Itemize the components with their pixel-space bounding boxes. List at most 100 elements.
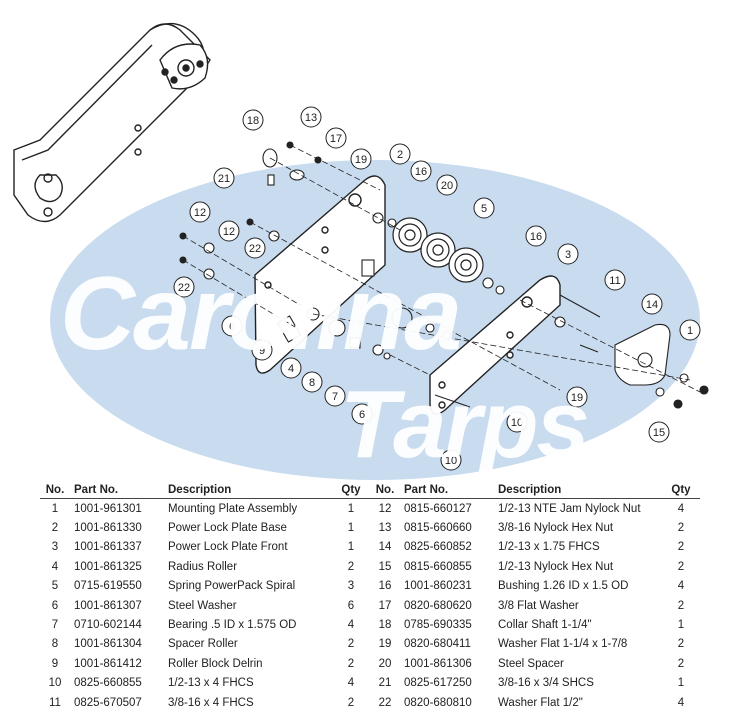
cell-description: 3/8 Flat Washer — [498, 599, 579, 612]
callout-label: 5 — [481, 203, 487, 215]
cell-no: 3 — [51, 541, 59, 554]
callout-bubble — [436, 174, 458, 196]
cell-qty: 2 — [347, 657, 355, 670]
cell-part-no: 0815-660127 — [404, 502, 472, 515]
cell-qty: 2 — [347, 696, 355, 709]
callout-label: 12 — [194, 207, 206, 219]
cell-qty: 6 — [347, 599, 355, 612]
cell-no: 2 — [51, 522, 59, 535]
callout-label: 22 — [249, 243, 261, 255]
cell-qty: 1 — [347, 502, 355, 515]
cell-qty: 2 — [347, 560, 355, 573]
callout-label: 8 — [309, 377, 315, 389]
callout-label: 21 — [218, 173, 230, 185]
callout-label: 22 — [178, 282, 190, 294]
cell-qty: 2 — [677, 599, 685, 612]
header-qty-2: Qty — [662, 481, 700, 499]
cell-description: 1/2-13 NTE Jam Nylock Nut — [498, 502, 641, 515]
cell-description: Collar Shaft 1-1/4" — [498, 619, 592, 632]
cell-part-no: 1001-861307 — [74, 599, 142, 612]
cell-description: Steel Spacer — [498, 657, 564, 670]
cell-no: 8 — [51, 638, 59, 651]
callout-bubble — [641, 293, 663, 315]
callout-bubble — [604, 269, 626, 291]
callout-label: 16 — [530, 231, 542, 243]
callout-label: 9 — [259, 345, 265, 357]
cell-description: Roller Block Delrin — [168, 657, 263, 670]
cell-description: 3/8-16 Nylock Hex Nut — [498, 522, 614, 535]
callout-label: 3 — [565, 249, 571, 261]
cell-description: Power Lock Plate Front — [168, 541, 288, 554]
cell-part-no: 0825-617250 — [404, 677, 472, 690]
callout-bubble — [242, 109, 264, 131]
cell-qty: 2 — [347, 638, 355, 651]
cell-no: 17 — [378, 599, 392, 612]
cell-no: 9 — [51, 657, 59, 670]
cell-qty: 2 — [677, 657, 685, 670]
cell-part-no: 0825-660855 — [74, 677, 142, 690]
cell-description: Spacer Roller — [168, 638, 238, 651]
cell-qty: 4 — [677, 696, 685, 709]
callout-bubble — [251, 339, 273, 361]
callout-label: 11 — [609, 275, 620, 287]
cell-description: 1/2-13 Nylock Hex Nut — [498, 560, 614, 573]
cell-description: Bushing 1.26 ID x 1.5 OD — [498, 580, 629, 593]
callout-bubble — [325, 127, 347, 149]
callout-label: 7 — [332, 391, 338, 403]
cell-part-no: 0825-670507 — [74, 696, 142, 709]
callout-label: 20 — [441, 180, 453, 192]
cell-description: Radius Roller — [168, 560, 238, 573]
cell-no: 11 — [49, 696, 61, 709]
callout-label: 12 — [223, 226, 235, 238]
cell-part-no: 0820-680620 — [404, 599, 472, 612]
cell-no: 13 — [378, 522, 392, 535]
cell-part-no: 1001-860231 — [404, 580, 472, 593]
callout-bubble — [566, 386, 588, 408]
cell-part-no: 0815-660660 — [404, 522, 472, 535]
callout-label: 19 — [571, 392, 583, 404]
callout-bubble — [300, 106, 322, 128]
callout-label: 17 — [330, 133, 342, 145]
callout-bubble — [473, 197, 495, 219]
callout-bubble — [648, 421, 670, 443]
cell-description: 1/2-13 x 1.75 FHCS — [498, 541, 600, 554]
callout-label: 10 — [445, 455, 457, 467]
hardware-drawing — [179, 141, 709, 409]
parts-list-table: No. Part No. Description Qty No. Part No… — [40, 481, 700, 712]
header-description: Description — [164, 481, 332, 499]
cell-description: Steel Washer — [168, 599, 237, 612]
callout-label: 6 — [359, 409, 365, 421]
cell-qty: 4 — [347, 619, 355, 632]
cell-qty: 2 — [677, 541, 685, 554]
cell-description: Power Lock Plate Base — [168, 522, 287, 535]
cell-no: 14 — [378, 541, 392, 554]
cell-part-no: 1001-861304 — [74, 638, 142, 651]
callout-label: 13 — [305, 112, 317, 124]
callout-label: 18 — [247, 115, 259, 127]
callout-bubble — [350, 148, 372, 170]
callout-bubble — [389, 143, 411, 165]
cell-no: 19 — [378, 638, 392, 651]
callout-bubble — [189, 201, 211, 223]
cell-qty: 1 — [677, 619, 685, 632]
cell-part-no: 0820-680411 — [404, 638, 471, 651]
cell-part-no: 1001-861325 — [74, 560, 142, 573]
cell-no: 15 — [378, 560, 392, 573]
callout-bubble — [351, 403, 373, 425]
cell-part-no: 1001-961301 — [74, 502, 142, 515]
cell-no: 5 — [51, 580, 59, 593]
cell-no: 1 — [51, 502, 59, 515]
callout-label: 16 — [415, 166, 427, 178]
cell-no: 12 — [378, 502, 392, 515]
callout-bubble — [244, 237, 266, 259]
callout-bubble — [218, 220, 240, 242]
